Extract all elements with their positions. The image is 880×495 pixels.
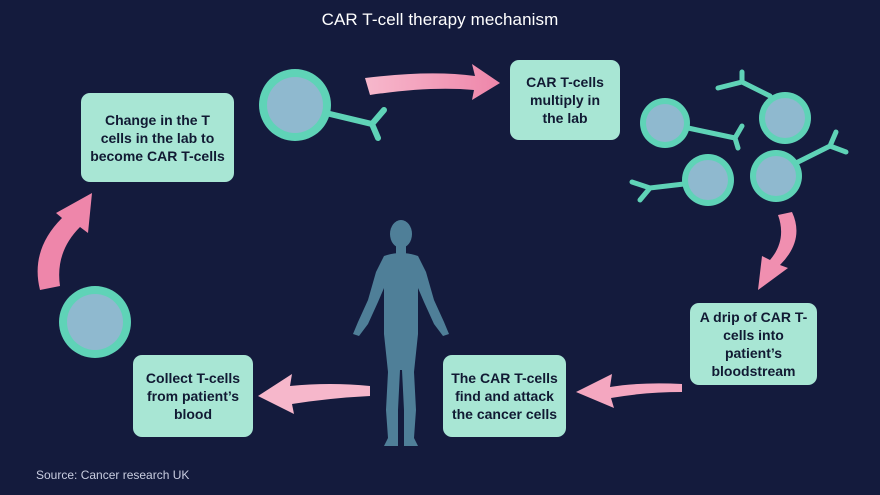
step-drip-box: A drip of CAR T- cells into patient’s bl… [690,303,817,385]
step-multiply-label: CAR T-cells multiply in the lab [526,74,604,126]
car-t-cell-icon [259,69,387,141]
step-change-label: Change in the T cells in the lab to beco… [90,111,225,164]
step-attack-label: The CAR T-cells find and attack the canc… [451,370,558,422]
step-collect-label: Collect T-cells from patient’s blood [145,370,241,422]
step-change-box: Change in the T cells in the lab to beco… [81,93,234,182]
step-collect-box: Collect T-cells from patient’s blood [133,355,253,437]
step-multiply-box: CAR T-cells multiply in the lab [510,60,620,140]
arrow-top-icon [365,64,500,100]
source-note: Source: Cancer research UK [36,468,190,482]
arrow-bottom-right-icon [576,374,682,408]
car-t-cell-cluster-icon [629,69,849,206]
step-attack-box: The CAR T-cells find and attack the canc… [443,355,566,437]
t-cell-icon [59,286,131,358]
arrow-bottom-left-icon [258,374,370,414]
arrow-right-down-icon [758,212,797,290]
human-body-icon [353,220,449,446]
page-title: CAR T-cell therapy mechanism [321,10,559,29]
arrow-left-up-icon [37,193,92,290]
step-drip-label: A drip of CAR T- cells into patient’s bl… [699,309,808,379]
